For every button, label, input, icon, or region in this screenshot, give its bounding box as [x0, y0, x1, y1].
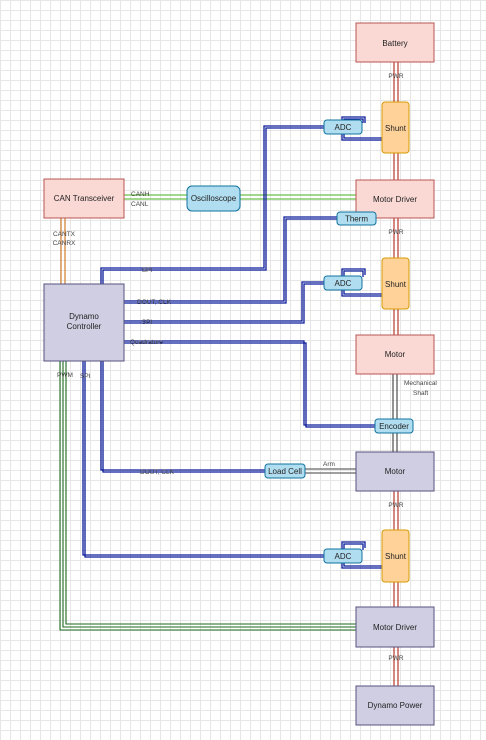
dynamo-power-label: Dynamo Power — [368, 701, 423, 710]
shunt-2-block[interactable]: Shunt — [381, 257, 410, 310]
label-shaft: Shaft — [413, 390, 428, 397]
load-cell-block[interactable]: Load Cell — [264, 463, 306, 479]
can-txrx-line — [60, 218, 66, 284]
motor-bottom-block[interactable]: Motor — [355, 451, 435, 492]
therm-block[interactable]: Therm — [336, 211, 377, 226]
can-transceiver-block[interactable]: CAN Transceiver — [43, 178, 125, 219]
label-cantx: CANTX — [53, 231, 76, 238]
shunt-1-block[interactable]: Shunt — [381, 101, 410, 154]
label-mechanical: Mechanical — [404, 380, 437, 387]
motor-top-label: Motor — [385, 350, 406, 359]
label-quadrature: Quadrature — [130, 339, 163, 346]
shunt-3-label: Shunt — [385, 552, 407, 561]
power-line-driver-shunt2 — [393, 218, 399, 258]
power-line-shunt3-driver — [393, 582, 399, 607]
shunt-2-label: Shunt — [385, 280, 407, 289]
pwm-line — [59, 361, 356, 631]
motor-driver-bottom-label: Motor Driver — [373, 623, 417, 632]
label-pwr-2: PWR — [388, 229, 403, 236]
encoder-block[interactable]: Encoder — [374, 418, 414, 434]
label-canh: CANH — [131, 191, 150, 198]
label-spi-2: SPI — [142, 319, 153, 326]
adc-3-block[interactable]: ADC — [323, 548, 363, 564]
blocks: Battery Shunt ADC CAN Transceiver Oscill… — [43, 22, 435, 726]
label-spi-3: SPI — [80, 373, 91, 380]
power-line-driver-dynamo-power — [393, 647, 399, 686]
motor-driver-bottom-block[interactable]: Motor Driver — [355, 606, 435, 648]
adc-2-block[interactable]: ADC — [323, 275, 363, 291]
label-canl: CANL — [131, 201, 149, 208]
signal-buses — [82, 116, 382, 569]
label-pwr-1: PWR — [388, 73, 403, 80]
edge-labels: PWR PWR PWR PWR CANH CANL CANTX CANRX SP… — [53, 73, 438, 662]
power-line-shunt1-driver — [393, 153, 399, 180]
oscilloscope-block[interactable]: Oscilloscope — [186, 185, 241, 212]
oscilloscope-label: Oscilloscope — [191, 194, 237, 203]
shunt-1-label: Shunt — [385, 124, 407, 133]
label-spi-1: SPI — [142, 267, 153, 274]
arm-line — [305, 468, 356, 474]
dynamo-controller-label-line2: Controller — [67, 322, 102, 331]
battery-block[interactable]: Battery — [355, 22, 435, 63]
label-canrx: CANRX — [53, 240, 76, 247]
battery-label: Battery — [382, 39, 407, 48]
label-pwm: PWM — [57, 372, 73, 379]
dynamo-controller-label-line1: Dynamo — [69, 312, 99, 321]
label-dout-clk-1: DOUT, CLK — [137, 299, 172, 306]
encoder-label: Encoder — [379, 422, 409, 431]
shunt-3-block[interactable]: Shunt — [381, 529, 410, 583]
can-transceiver-label: CAN Transceiver — [54, 194, 115, 203]
therm-label: Therm — [345, 215, 368, 224]
load-cell-label: Load Cell — [268, 467, 302, 476]
adc-1-label: ADC — [335, 123, 352, 132]
label-pwr-4: PWR — [388, 655, 403, 662]
mechanical-shaft-line — [392, 374, 398, 452]
label-pwr-3: PWR — [388, 502, 403, 509]
power-line-battery-shunt1 — [393, 62, 399, 102]
adc-2-label: ADC — [335, 279, 352, 288]
can-bus-line — [124, 194, 356, 200]
motor-driver-top-label: Motor Driver — [373, 195, 417, 204]
dynamo-controller-block[interactable]: Dynamo Controller — [43, 283, 125, 362]
motor-top-block[interactable]: Motor — [355, 334, 435, 375]
motor-bottom-label: Motor — [385, 467, 406, 476]
power-line-shunt2-motor — [393, 309, 399, 335]
adc-3-label: ADC — [335, 552, 352, 561]
connections — [59, 62, 399, 686]
power-line-motor-shunt3 — [393, 491, 399, 530]
label-arm: Arm — [323, 461, 335, 468]
adc-1-block[interactable]: ADC — [323, 119, 363, 135]
dynamo-power-block[interactable]: Dynamo Power — [355, 685, 435, 726]
label-dout-clk-2: DOUT, CLK — [140, 469, 175, 476]
